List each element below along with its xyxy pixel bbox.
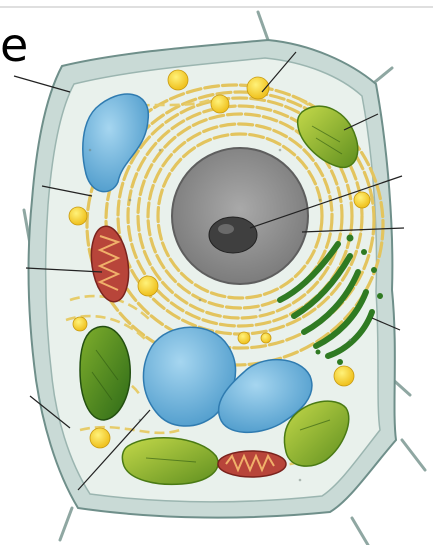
- nucleolus: [209, 217, 257, 253]
- nucleus: [172, 148, 308, 284]
- chloroplast-left: [80, 326, 130, 420]
- mitochondrion-bottom: [218, 451, 286, 477]
